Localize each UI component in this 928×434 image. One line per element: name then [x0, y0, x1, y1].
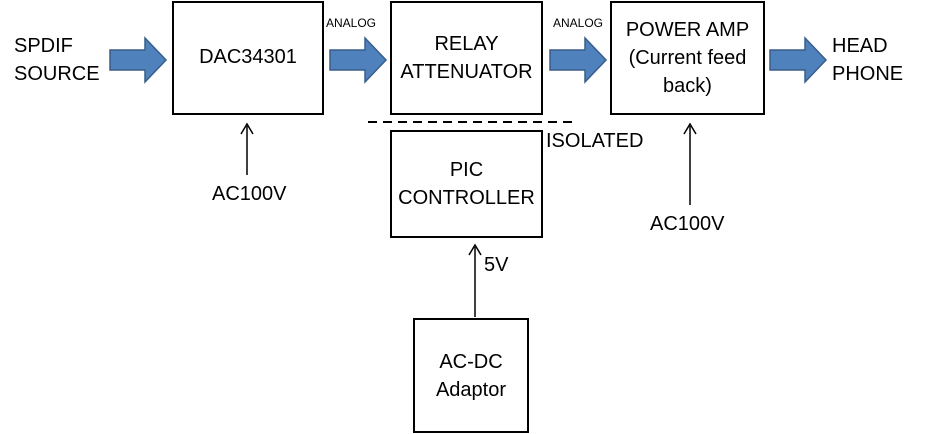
spdif-source-line2: SOURCE — [14, 63, 100, 85]
headphone-label: HEAD PHONE — [832, 32, 903, 88]
ac100v-amp-label: AC100V — [650, 213, 725, 235]
adaptor-label-line2: Adaptor — [435, 378, 507, 401]
pic-controller-label: PIC CONTROLLER — [391, 131, 542, 237]
power-arrowhead-dac — [240, 122, 254, 135]
relay-attenuator-label: RELAY ATTENUATOR — [391, 2, 542, 114]
signal-arrow-relay-to-amp — [549, 36, 608, 84]
ac100v-dac-label: AC100V — [212, 183, 287, 205]
power-amp-label-line1: POWER AMP — [625, 19, 750, 41]
headphone-line1: HEAD — [832, 35, 888, 57]
signal-arrow-dac-to-relay — [329, 36, 388, 84]
relay-label-line2: ATTENUATOR — [400, 61, 533, 83]
ac-dc-adaptor-block — [413, 318, 529, 433]
dac-block — [172, 1, 324, 115]
power-amp-label-line3: back) — [663, 75, 712, 97]
spdif-source-line1: SPDIF — [14, 35, 73, 57]
pic-label-line1: PIC — [449, 159, 484, 181]
analog-label-2: ANALOG — [553, 16, 604, 30]
power-amp-label-line2: (Current feed — [628, 47, 747, 69]
relay-label-line1: RELAY — [434, 33, 499, 55]
spdif-source-label: SPDIF SOURCE — [14, 32, 100, 88]
five-volt-label: 5V — [484, 254, 509, 276]
signal-arrow-source-to-dac — [109, 36, 168, 84]
signal-arrow-amp-to-headphone — [769, 36, 828, 84]
analog-label-1: ANALOG — [326, 16, 377, 30]
power-amp-label: POWER AMP (Current feed back) — [611, 2, 764, 114]
pic-label-line2: CONTROLLER — [398, 187, 535, 209]
power-amp-block — [610, 1, 765, 115]
dac-label: DAC34301 — [173, 2, 323, 114]
relay-attenuator-block — [390, 1, 543, 115]
headphone-line2: PHONE — [832, 63, 904, 85]
dac-label-text: DAC34301 — [199, 46, 297, 68]
pic-controller-block — [390, 130, 543, 238]
power-arrowhead-5v — [468, 243, 482, 256]
ac-dc-adaptor-label: AC-DC Adaptor — [414, 319, 528, 432]
isolated-label: ISOLATED — [546, 130, 644, 152]
power-arrowhead-amp — [683, 122, 697, 135]
adaptor-label-line1: AC-DC — [439, 350, 503, 373]
